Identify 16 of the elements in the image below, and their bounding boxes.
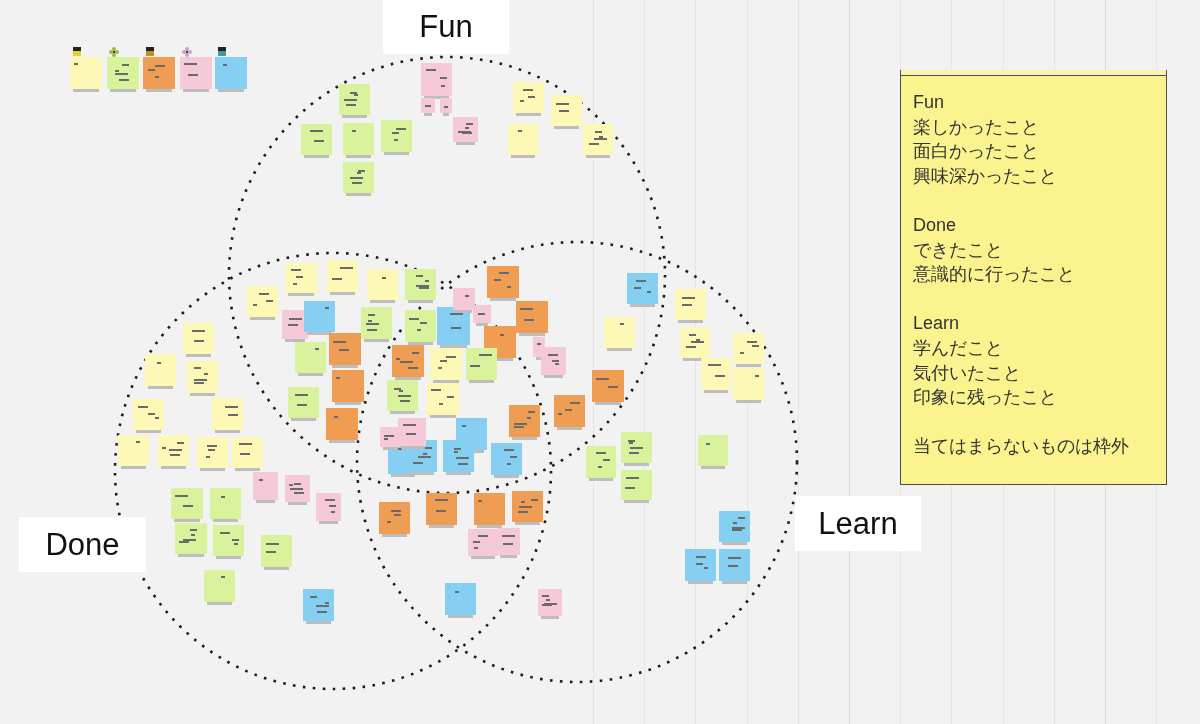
note-text: 面白かったこと xyxy=(913,140,1039,164)
note-text: Done xyxy=(913,213,957,237)
note-text: Fun xyxy=(913,91,945,114)
note-text: 興味深かったこと xyxy=(913,164,1057,188)
note-text: 学んだこと xyxy=(913,336,1003,360)
set-label: Learn xyxy=(795,496,921,551)
note-card xyxy=(900,70,1167,485)
note-text: 印象に残ったこと xyxy=(913,386,1057,410)
note-text: できたこと xyxy=(913,238,1003,262)
note-text: Learn xyxy=(913,312,960,336)
set-label: Done xyxy=(19,517,146,572)
note-text: 気付いたこと xyxy=(913,361,1021,385)
set-label: Fun xyxy=(383,0,509,54)
note-text: 楽しかったこと xyxy=(913,115,1039,139)
note-text: 意識的に行ったこと xyxy=(913,263,1075,287)
note-text: 当てはまらないものは枠外 xyxy=(913,435,1129,459)
